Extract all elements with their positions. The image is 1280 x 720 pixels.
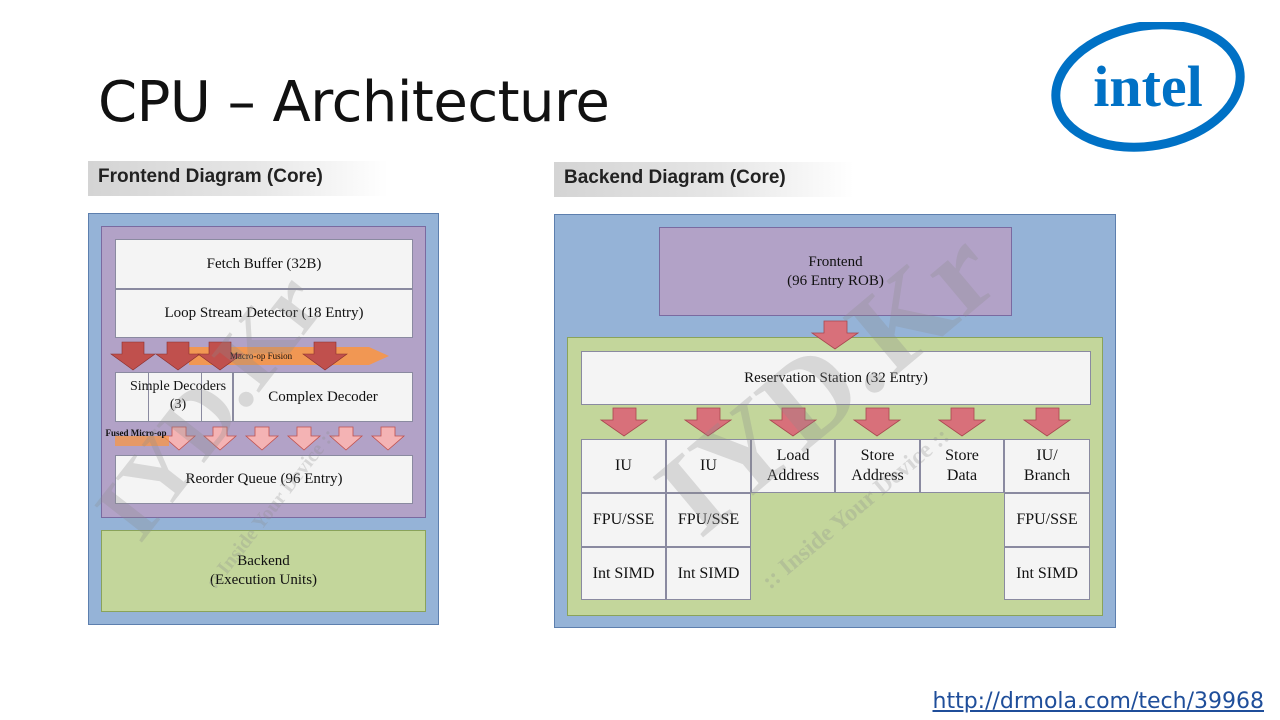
int-simd-1: Int SIMD	[581, 547, 666, 600]
down-arrow	[768, 407, 818, 437]
down-arrow	[202, 426, 238, 451]
fused-micro-op-label: Fused Micro-op	[105, 428, 166, 438]
rob-frontend-block: Frontend (96 Entry ROB)	[659, 227, 1012, 316]
backend-execution-units: Backend (Execution Units)	[101, 530, 426, 612]
simple-decoders: Simple Decoders (3)	[115, 372, 233, 422]
down-arrow	[155, 341, 201, 371]
down-arrow	[302, 341, 348, 371]
backend-arrows	[599, 320, 1072, 437]
down-arrow	[937, 407, 987, 437]
intel-logo: intel	[1051, 22, 1245, 152]
down-arrow	[110, 341, 156, 371]
down-arrow	[810, 320, 860, 350]
backend-line1: Backend	[237, 553, 290, 570]
port-store-address: Store Address	[835, 439, 920, 493]
fpu-sse-1: FPU/SSE	[581, 493, 666, 547]
intel-logo-text: intel	[1093, 54, 1203, 119]
rob-frontend-line2: (96 Entry ROB)	[787, 272, 884, 289]
down-arrow	[197, 341, 243, 371]
slide-title: CPU – Architecture	[98, 70, 610, 135]
backend-diagram: Frontend (96 Entry ROB) Reservation Stat…	[554, 214, 1116, 628]
port-load-address: Load Address	[751, 439, 835, 493]
fpu-sse-3: FPU/SSE	[1004, 493, 1090, 547]
down-arrow	[286, 426, 322, 451]
reservation-station: Reservation Station (32 Entry)	[581, 351, 1091, 405]
down-arrow	[1022, 407, 1072, 437]
down-arrow	[328, 426, 364, 451]
source-link[interactable]: http://drmola.com/tech/39968	[932, 689, 1265, 714]
port-iu-branch: IU/ Branch	[1004, 439, 1090, 493]
rob-frontend-line1: Frontend	[808, 253, 863, 270]
backend-diagram-label: Backend Diagram (Core)	[554, 162, 854, 197]
down-arrow	[599, 407, 649, 437]
down-arrow	[370, 426, 406, 451]
reorder-queue: Reorder Queue (96 Entry)	[115, 455, 413, 504]
complex-decoder: Complex Decoder	[233, 372, 413, 422]
port-iu-2: IU	[666, 439, 751, 493]
frontend-diagram-label: Frontend Diagram (Core)	[88, 161, 388, 196]
simple-decoders-label: Simple Decoders (3)	[129, 379, 227, 413]
int-simd-3: Int SIMD	[1004, 547, 1090, 600]
int-simd-2: Int SIMD	[666, 547, 751, 600]
down-arrow	[683, 407, 733, 437]
backend-line2: (Execution Units)	[209, 572, 318, 588]
down-arrow	[852, 407, 902, 437]
port-store-data: Store Data	[920, 439, 1004, 493]
macro-op-fusion-arrow	[189, 347, 389, 365]
fpu-sse-2: FPU/SSE	[666, 493, 751, 547]
down-arrow	[244, 426, 280, 451]
frontend-arrows: Macro-op Fusion Fused Micro-op	[105, 341, 406, 451]
frontend-diagram: Fetch Buffer (32B) Loop Stream Detector …	[88, 213, 439, 625]
port-iu-1: IU	[581, 439, 666, 493]
loop-stream-detector: Loop Stream Detector (18 Entry)	[115, 289, 413, 338]
down-arrow	[161, 426, 197, 451]
macro-op-fusion-label: Macro-op Fusion	[230, 351, 293, 361]
fetch-buffer: Fetch Buffer (32B)	[115, 239, 413, 289]
